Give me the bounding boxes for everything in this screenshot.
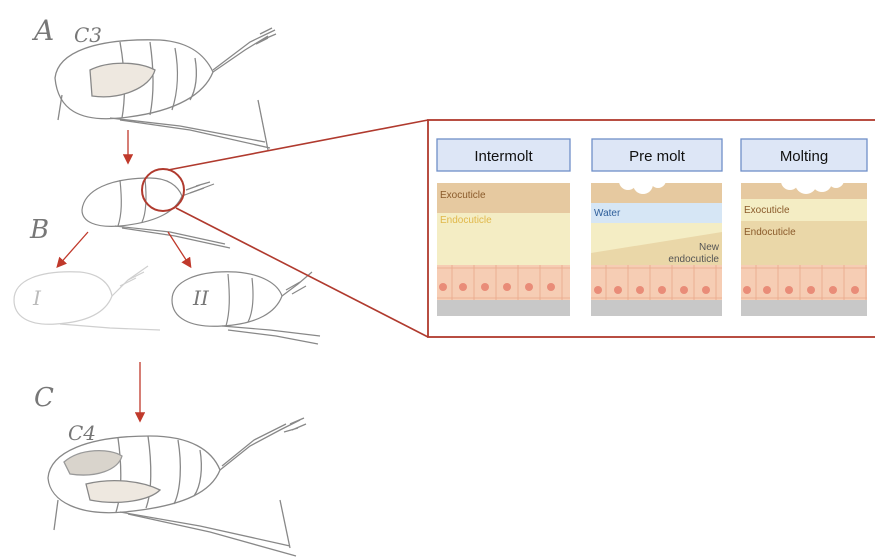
- copepod-b-sketch: [82, 178, 230, 248]
- stage-b: B I: [14, 169, 320, 344]
- panel-premolt-new-label: New: [699, 242, 720, 253]
- stage-b-letter: B: [29, 215, 49, 245]
- panel-molting-exocuticle-label: Exocuticle: [744, 205, 790, 216]
- stage-c-instar-label: C4: [68, 421, 96, 445]
- stage-a-letter: A: [31, 14, 54, 47]
- stage-a: A C3: [31, 14, 276, 150]
- arrow-b-to-i: [58, 232, 88, 266]
- panel-intermolt: Intermolt Exocuticle Endocuticle: [437, 139, 570, 316]
- panel-molting: Molting: [741, 139, 867, 316]
- epidermal-cells: [741, 265, 867, 300]
- panel-premolt: Pre molt: [591, 139, 722, 316]
- basal-layer: [741, 300, 867, 316]
- basal-layer: [437, 300, 570, 316]
- stage-b-sub-i: I: [32, 286, 42, 310]
- epidermal-cells: [591, 265, 722, 300]
- epidermal-cells: [437, 265, 570, 300]
- panel-premolt-endocuticle-label: endocuticle: [668, 254, 719, 265]
- callout-circle: [142, 169, 184, 211]
- panel-premolt-title: Pre molt: [629, 148, 686, 165]
- panel-intermolt-endocuticle-label: Endocuticle: [440, 215, 492, 226]
- stage-c-letter: C: [34, 383, 54, 413]
- panel-molting-title: Molting: [780, 148, 828, 165]
- panel-premolt-water-label: Water: [594, 208, 621, 219]
- callout-line-top: [168, 120, 428, 170]
- stage-b-sub-ii: II: [192, 286, 210, 310]
- cuticle-zoom-box: Intermolt Exocuticle Endocuticle: [428, 120, 875, 337]
- panel-molting-endocuticle-label: Endocuticle: [744, 227, 796, 238]
- stage-c: C C4: [34, 383, 306, 556]
- panel-intermolt-exocuticle-label: Exocuticle: [440, 190, 486, 201]
- basal-layer: [591, 300, 722, 316]
- panel-intermolt-title: Intermolt: [474, 148, 533, 165]
- stage-a-instar-label: C3: [74, 23, 102, 47]
